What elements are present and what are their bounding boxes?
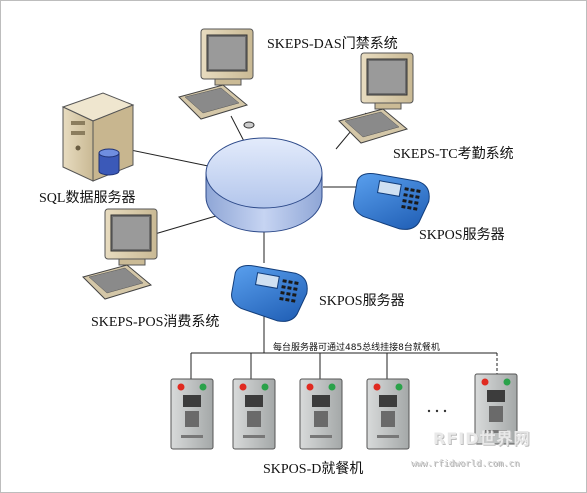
terminal-5: [474, 373, 518, 445]
pos-computer: [82, 208, 158, 300]
tc-label: SKEPS-TC考勤系统: [393, 147, 514, 162]
terminal-3: [299, 378, 343, 450]
terminal-4: [366, 378, 410, 450]
skpos-server-right: [353, 173, 430, 230]
terminal-1: [170, 378, 214, 450]
tc-computer: [338, 52, 414, 144]
das-label: SKEPS-DAS门禁系统: [267, 37, 398, 52]
ellipsis-dots: [427, 409, 447, 413]
das-computer: [178, 28, 255, 129]
pos-label: SKEPS-POS消费系统: [91, 315, 220, 330]
skpos-right-label: SKPOS服务器: [419, 228, 505, 243]
sql-label: SQL数据服务器: [39, 191, 136, 206]
skpos-mid-label: SKPOS服务器: [319, 294, 405, 309]
sql-server: [61, 92, 135, 182]
terminals-label: SKPOS-D就餐机: [263, 462, 364, 477]
terminal-2: [232, 378, 276, 450]
database-icon: [98, 148, 120, 176]
skpos-server-mid: [231, 265, 308, 322]
watermark-logo: RFID世界网: [433, 429, 531, 448]
bus-note: 每台服务器可通过485总线挂接8台就餐机: [273, 343, 440, 353]
watermark-url: www.rfidworld.com.cn: [411, 459, 520, 469]
network-hub: [205, 137, 323, 233]
